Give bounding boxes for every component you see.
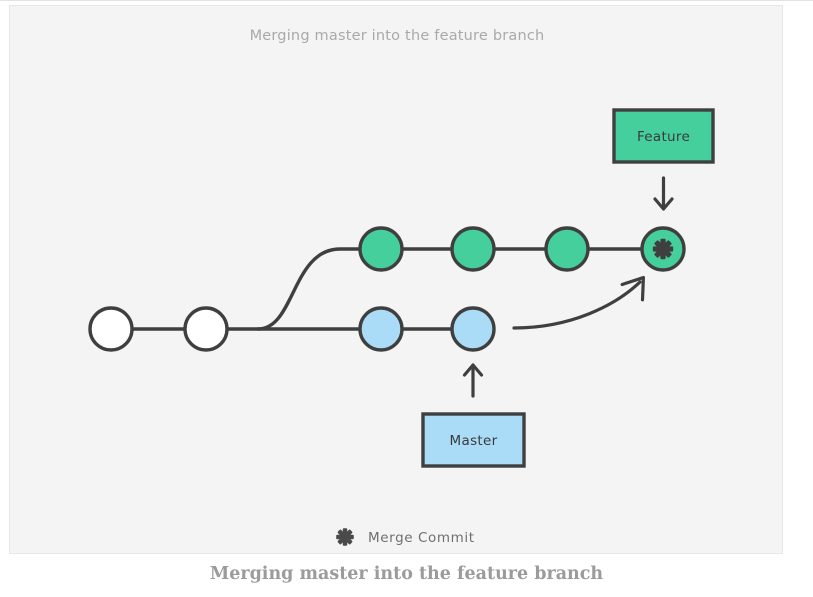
master-label-text: Master	[450, 433, 498, 449]
diagram-panel: Merging master into the feature branch	[9, 5, 783, 554]
legend: Merge Commit	[336, 528, 474, 546]
top-divider	[0, 0, 813, 1]
starburst-icon	[652, 238, 674, 260]
figure-caption: Merging master into the feature branch	[209, 564, 604, 584]
commit-node-feature-3[interactable]	[544, 226, 590, 272]
commit-node-master-1[interactable]	[358, 306, 404, 352]
legend-starburst-icon	[336, 528, 354, 546]
legend-merge-commit-label: Merge Commit	[368, 530, 475, 546]
master-label-group[interactable]: Master	[421, 363, 526, 468]
feature-label-group[interactable]: Feature	[612, 108, 715, 211]
feature-commits	[358, 226, 686, 272]
diagram-title: Merging master into the feature branch	[249, 28, 545, 44]
master-commits	[358, 306, 496, 352]
feature-label-box[interactable]	[612, 108, 715, 164]
commit-node-base-1[interactable]	[88, 306, 134, 352]
merge-arrow	[512, 275, 646, 330]
base-commits	[88, 306, 229, 352]
master-arrow-up-icon	[462, 363, 484, 398]
master-label-box[interactable]	[421, 412, 526, 468]
commit-node-base-2[interactable]	[183, 306, 229, 352]
commit-node-master-2[interactable]	[450, 306, 496, 352]
edge-branch-curve	[256, 247, 383, 331]
commit-node-feature-2[interactable]	[450, 226, 496, 272]
feature-arrow-down-icon	[653, 176, 674, 211]
feature-label-text: Feature	[637, 129, 690, 145]
git-graph-svg: Feature Master	[88, 108, 715, 546]
commit-node-feature-1[interactable]	[358, 226, 404, 272]
